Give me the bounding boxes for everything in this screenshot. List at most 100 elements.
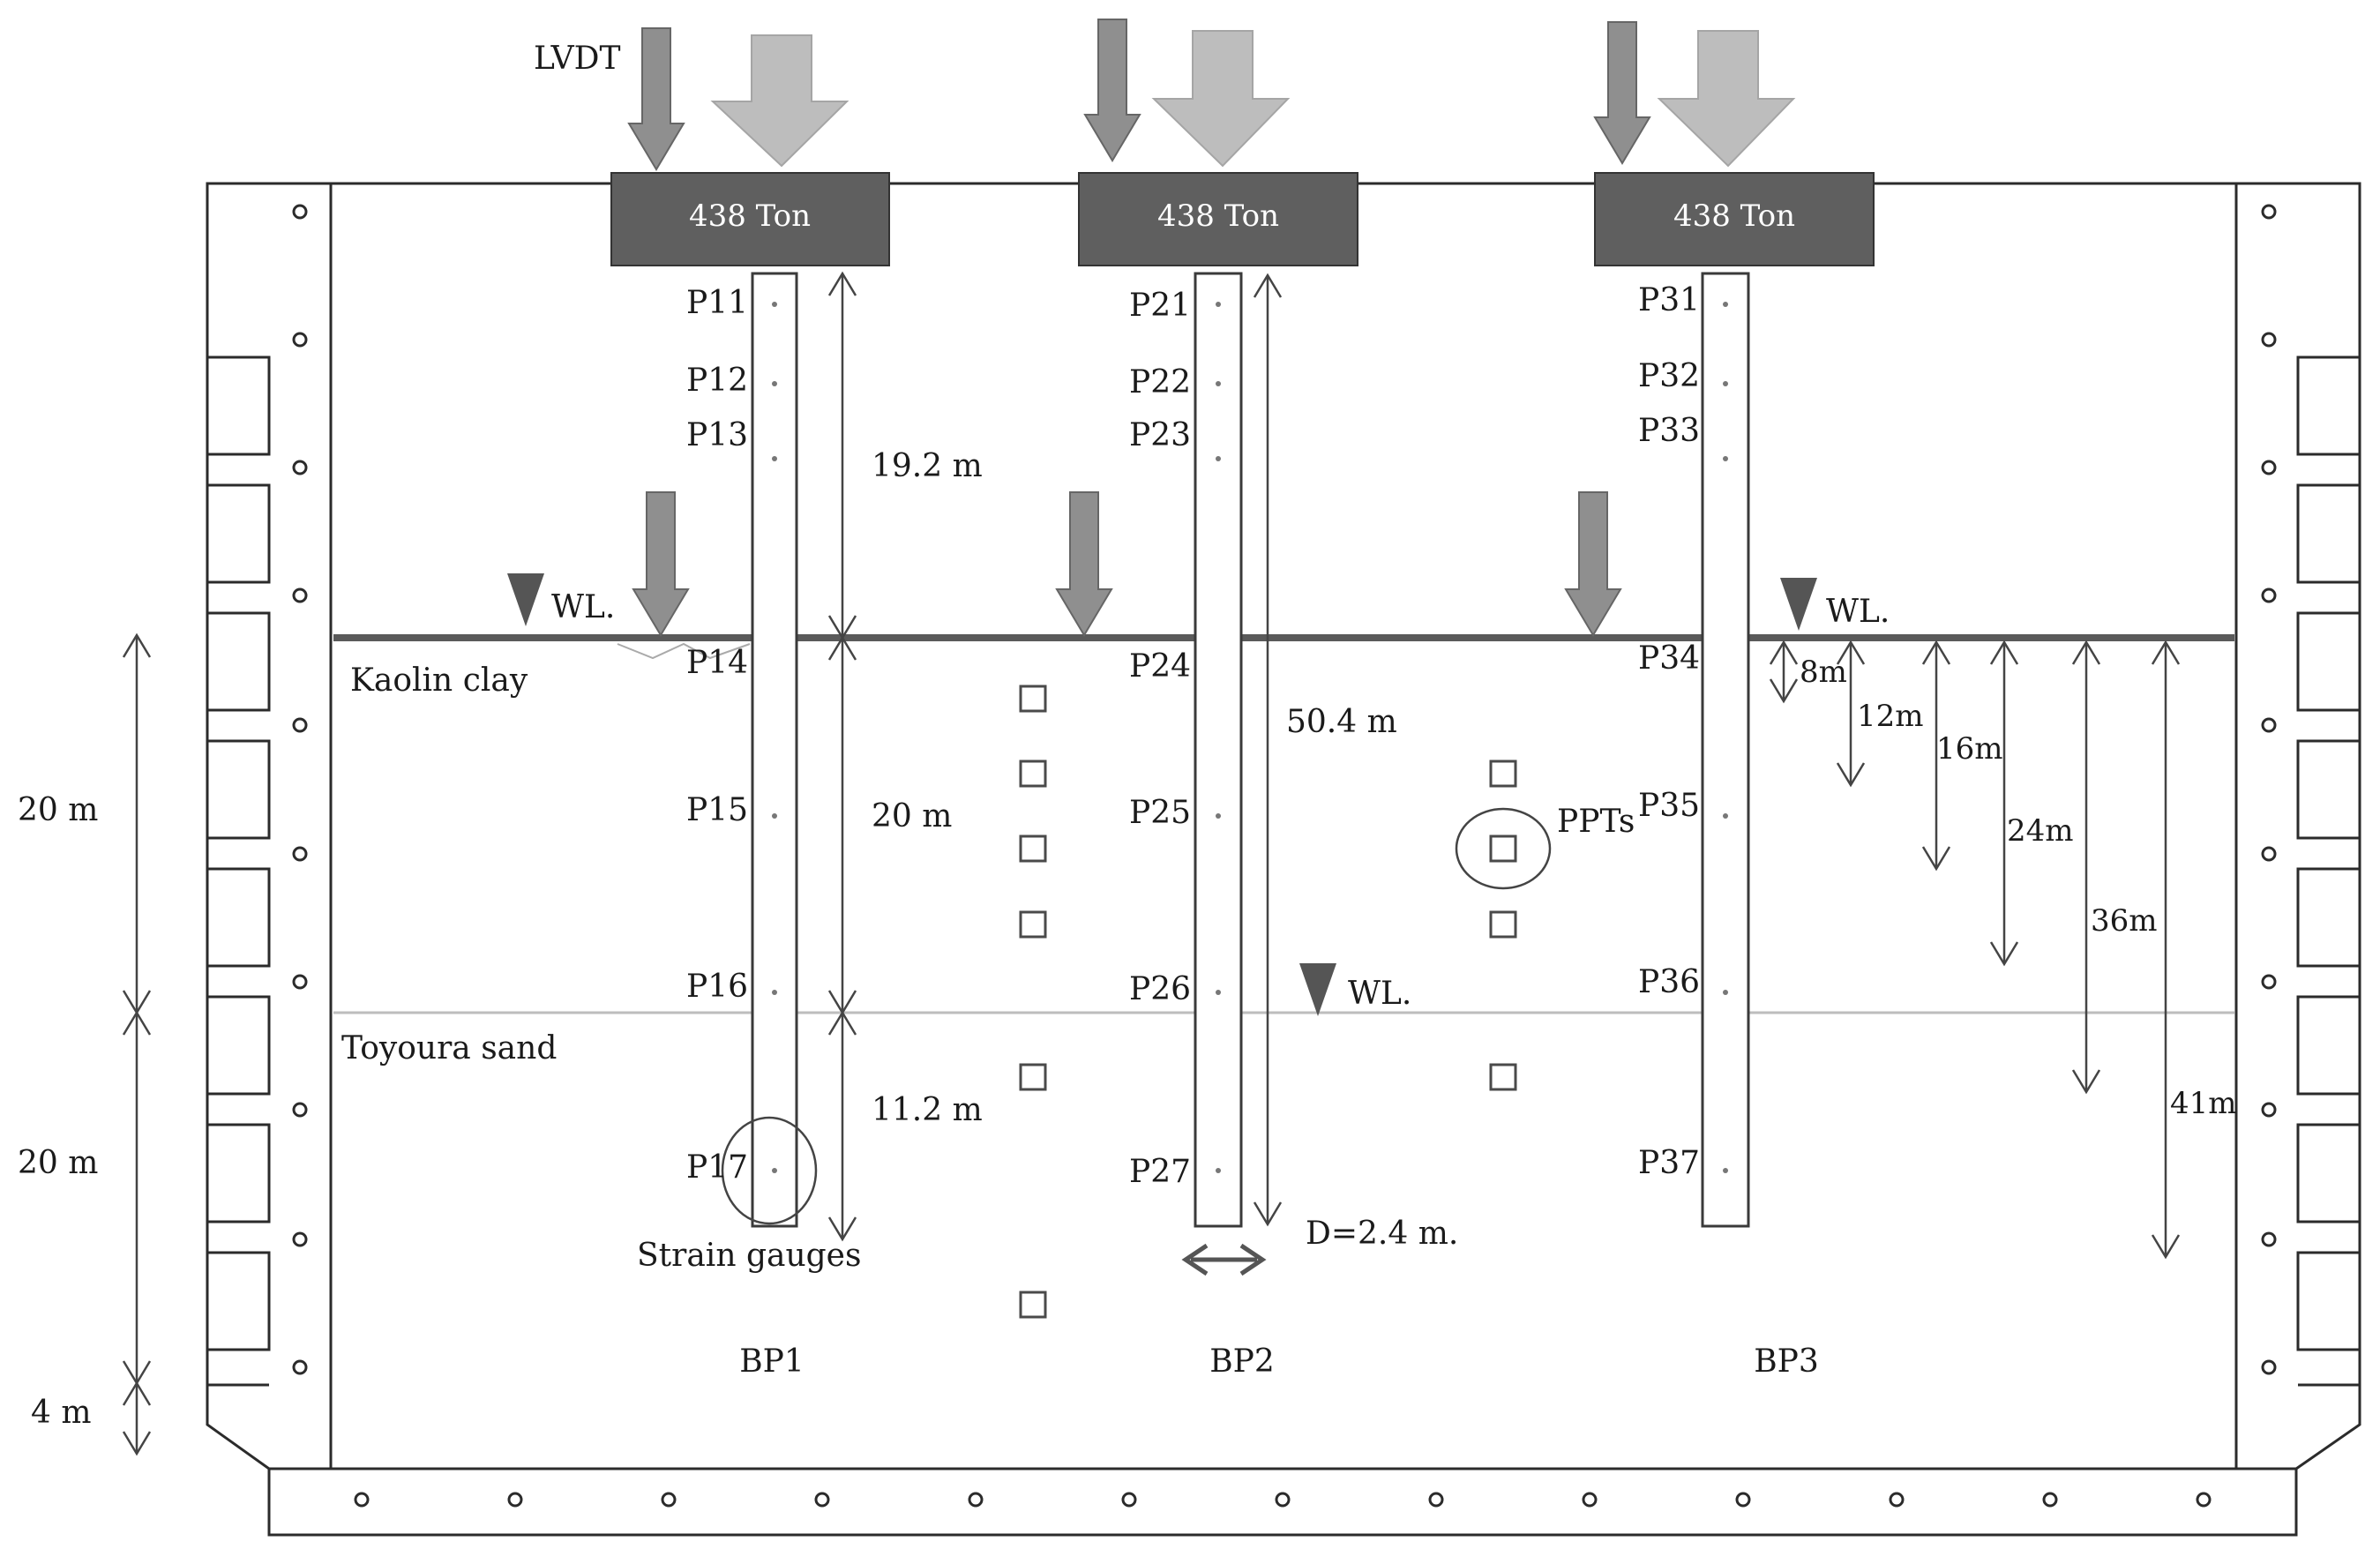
svg-text:WL.: WL. [1348, 976, 1411, 1012]
wall-segment [206, 995, 271, 1096]
bolt-icon [2261, 332, 2277, 348]
right-wall-segments [2296, 355, 2361, 1387]
dim-bp1-above: 19.2 m [872, 448, 983, 484]
depth-16m: 16m [1936, 731, 2003, 767]
load-arrow-bp2 [1151, 30, 1291, 168]
bolt-icon [292, 717, 308, 733]
gauge-dots [772, 302, 1728, 1173]
load-box-bp1: 438 Ton [610, 172, 890, 266]
wall-segment [206, 1123, 271, 1223]
bolt-icon [2261, 1359, 2277, 1375]
bolt-icon [292, 332, 308, 348]
bolt-icon [507, 1492, 523, 1508]
bolt-icon [1889, 1492, 1905, 1508]
diameter-label: D=2.4 m. [1306, 1216, 1458, 1252]
gauge-labels-bp3: P31 P32 P33 P34 P35 P36 P37 [1638, 282, 1700, 1181]
wall-segment [2296, 995, 2361, 1096]
depth-36m: 36m [2091, 903, 2158, 939]
svg-text:P36: P36 [1638, 964, 1700, 1000]
dim-left-clay: 20 m [18, 792, 98, 828]
load-box-bp3: 438 Ton [1594, 172, 1875, 266]
bolt-icon [814, 1492, 830, 1508]
strain-gauge-highlight-circle [721, 1116, 818, 1225]
svg-text:P35: P35 [1638, 788, 1700, 824]
wall-segment [206, 867, 271, 968]
svg-text:P17: P17 [686, 1149, 748, 1186]
ppt-sensors [1019, 685, 1517, 1319]
svg-text:P24: P24 [1129, 648, 1191, 685]
svg-text:P27: P27 [1129, 1154, 1191, 1190]
svg-text:P23: P23 [1129, 417, 1191, 453]
load-label-bp2: 438 Ton [1157, 198, 1279, 234]
svg-text:P33: P33 [1638, 413, 1700, 449]
bolt-icon [292, 1359, 308, 1375]
dimension-lines [122, 271, 2181, 1456]
pile-label-bp1: BP1 [739, 1343, 805, 1380]
wall-segment [2296, 611, 2361, 712]
wl-triangle-icon [1780, 578, 1817, 631]
bolt-icon [968, 1492, 984, 1508]
svg-text:P15: P15 [686, 792, 748, 828]
dim-left-bottom: 4 m [31, 1395, 91, 1431]
ground-arrow-1 [632, 491, 690, 637]
bolt-icon [2261, 204, 2277, 220]
bolt-icon [2196, 1492, 2212, 1508]
pile-bp3 [1701, 272, 1750, 1228]
ppt-highlight-circle [1455, 807, 1552, 890]
pile-label-bp3: BP3 [1754, 1343, 1819, 1380]
depth-41m: 41m [2170, 1086, 2237, 1121]
gauge-labels-bp1: P11 P12 P13 P14 P15 P16 P17 [686, 285, 748, 1186]
svg-text:WL.: WL. [1826, 594, 1890, 630]
bolts [292, 204, 2277, 1508]
load-label-bp3: 438 Ton [1673, 198, 1795, 234]
depth-8m: 8m [1800, 655, 1847, 690]
dim-bp2-length: 50.4 m [1286, 704, 1397, 740]
bolt-icon [354, 1492, 370, 1508]
wall-segment [206, 1251, 271, 1351]
load-box-bp2: 438 Ton [1078, 172, 1358, 266]
svg-text:P22: P22 [1129, 364, 1191, 400]
wall-segment [2296, 867, 2361, 968]
svg-text:P31: P31 [1638, 282, 1700, 318]
water-level-1: WL. [507, 573, 615, 626]
bolt-icon [292, 1102, 308, 1118]
svg-text:P37: P37 [1638, 1145, 1700, 1181]
wall-segment [2296, 1251, 2361, 1351]
svg-text:P34: P34 [1638, 640, 1700, 677]
svg-text:WL.: WL. [551, 589, 615, 625]
bolt-icon [292, 460, 308, 475]
wall-segment [2296, 739, 2361, 840]
wall-segment [206, 611, 271, 712]
svg-text:P13: P13 [686, 417, 748, 453]
pile-bp2 [1194, 272, 1243, 1228]
wall-segment [206, 355, 271, 456]
pile-bp1 [751, 272, 798, 1228]
lvdt-arrow-bp3 [1593, 21, 1651, 165]
wall-segment [206, 483, 271, 584]
toyoura-sand-label: Toyoura sand [341, 1030, 557, 1066]
surface-squiggle [617, 642, 751, 660]
gauge-labels-bp2: P21 P22 P23 P24 P25 P26 P27 [1129, 288, 1191, 1190]
ground-arrow-2 [1055, 491, 1113, 637]
wall-segment [2296, 483, 2361, 584]
svg-text:P14: P14 [686, 645, 748, 681]
depth-12m: 12m [1857, 699, 1924, 734]
water-level-3: WL. [1299, 963, 1411, 1016]
bolt-icon [1275, 1492, 1291, 1508]
lvdt-label: LVDT [534, 41, 621, 77]
wl-triangle-icon [507, 573, 544, 626]
load-arrows [627, 19, 1796, 637]
bolt-icon [1735, 1492, 1751, 1508]
water-level-2: WL. [1780, 578, 1890, 631]
dim-bp1-clay: 20 m [872, 798, 952, 834]
svg-text:P12: P12 [686, 363, 748, 399]
ppts-label: PPTs [1557, 804, 1635, 840]
bolt-icon [1428, 1492, 1444, 1508]
svg-text:P16: P16 [686, 969, 748, 1005]
kaolin-clay-label: Kaolin clay [350, 662, 528, 699]
soil-box [329, 182, 2238, 1470]
load-label-bp1: 438 Ton [689, 198, 811, 234]
diameter-arrow-icon [1181, 1243, 1267, 1276]
pile-label-bp2: BP2 [1209, 1343, 1275, 1380]
